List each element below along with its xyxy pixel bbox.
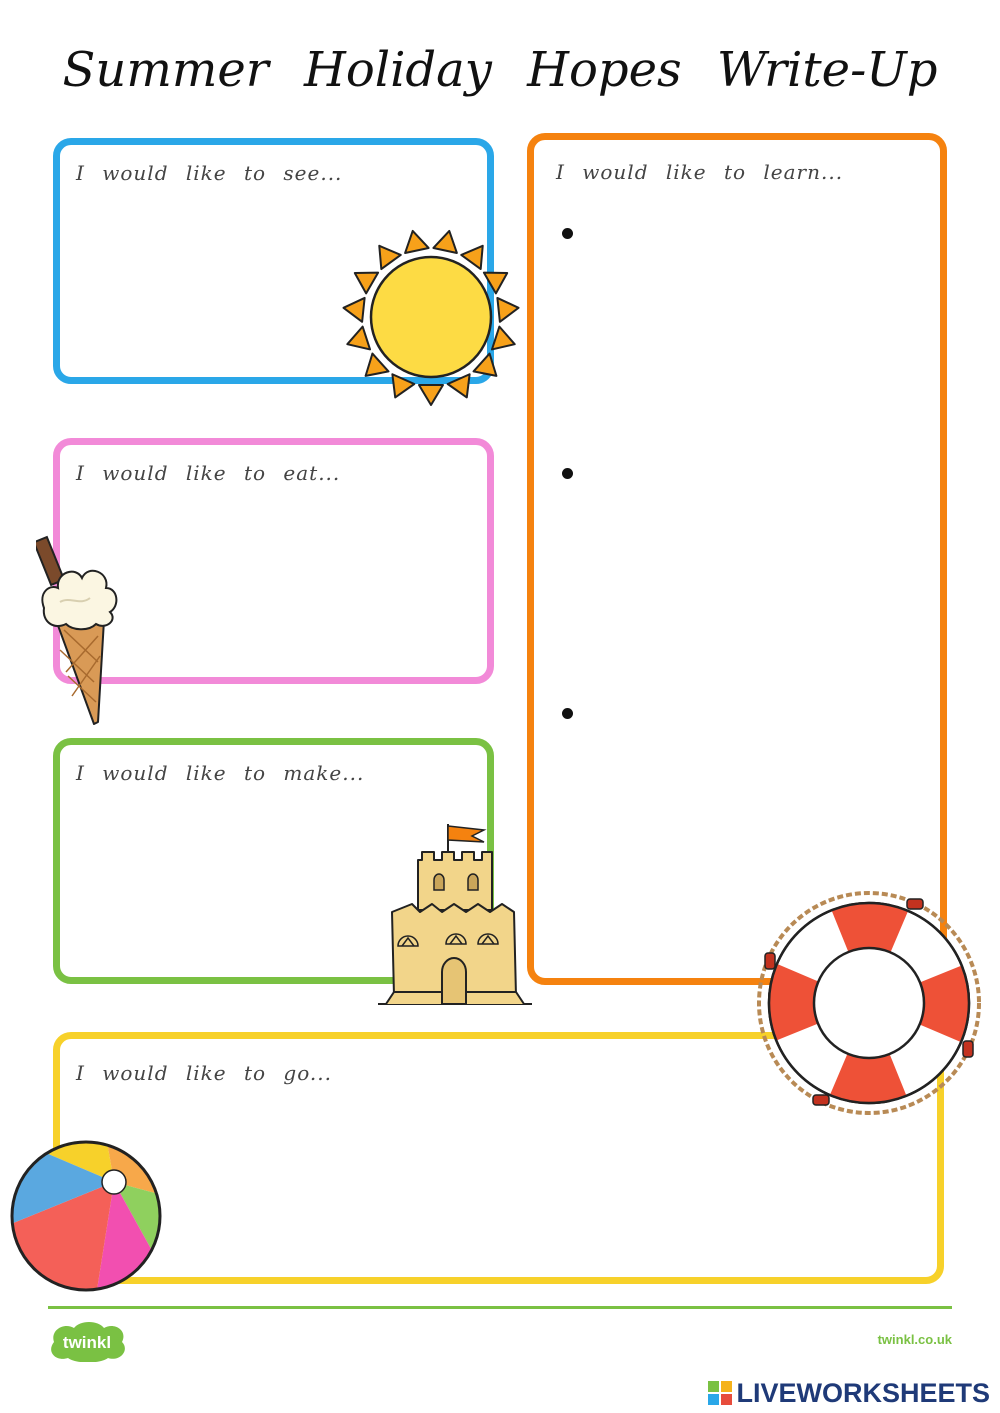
beach-ball-icon: [10, 1140, 162, 1292]
twinkl-logo-text: twinkl: [63, 1333, 111, 1352]
page-title: Summer Holiday Hopes Write-Up: [62, 42, 938, 98]
make-prompt: I would like to make...: [76, 761, 365, 785]
learn-box: I would like to learn...: [527, 133, 947, 985]
learn-prompt: I would like to learn...: [556, 160, 844, 184]
see-box: I would like to see...: [53, 138, 494, 384]
liveworksheets-watermark: LIVEWORKSHEETS: [708, 1378, 990, 1408]
learn-bullet-1: [562, 228, 573, 239]
twinkl-logo[interactable]: twinkl: [46, 1320, 128, 1362]
footer-divider: [48, 1306, 952, 1309]
learn-bullet-3: [562, 708, 573, 719]
twinkl-url-link[interactable]: twinkl.co.uk: [877, 1332, 952, 1347]
ice-cream-icon: [36, 535, 118, 725]
learn-bullet-2: [562, 468, 573, 479]
go-prompt: I would like to go...: [76, 1061, 332, 1085]
sandcastle-icon: [378, 824, 532, 1005]
liveworksheets-logo-icon: [708, 1381, 733, 1405]
see-prompt: I would like to see...: [76, 161, 343, 185]
liveworksheets-text: LIVEWORKSHEETS: [736, 1377, 990, 1408]
eat-prompt: I would like to eat...: [76, 461, 341, 485]
sun-icon: [342, 229, 520, 406]
lifebuoy-icon: [757, 891, 981, 1115]
